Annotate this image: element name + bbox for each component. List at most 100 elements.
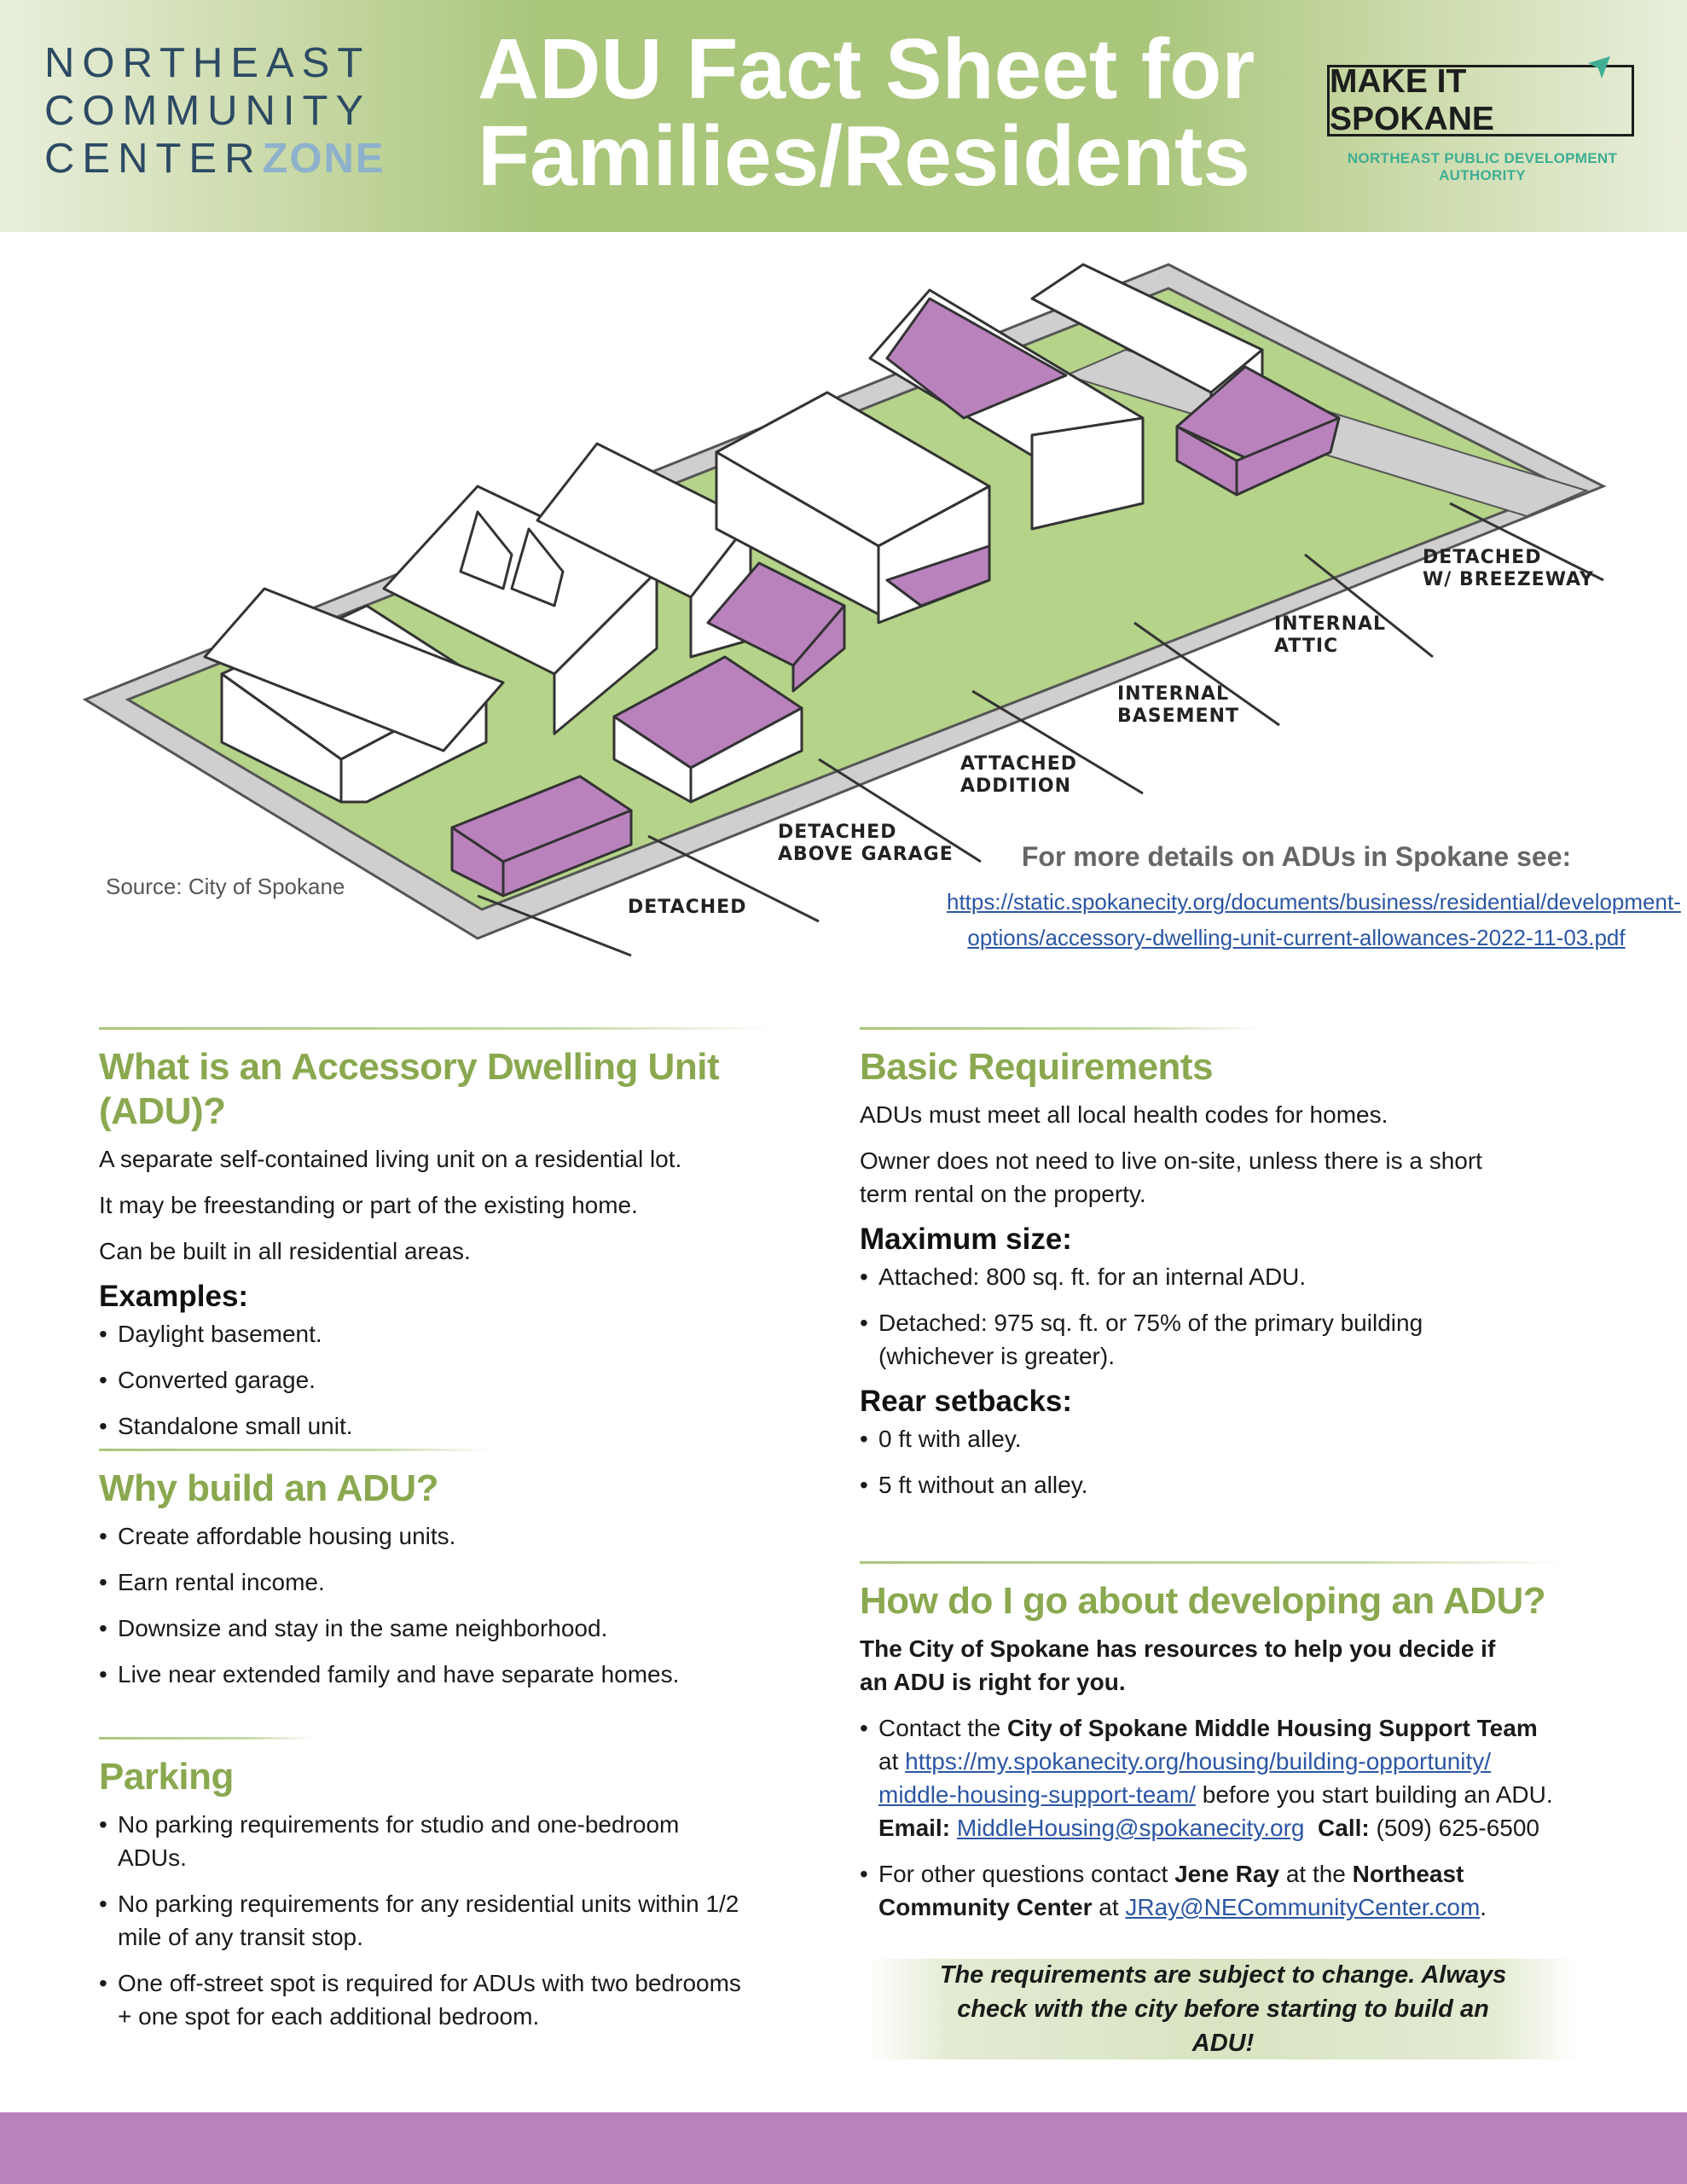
list-item: Attached: 800 sq. ft. for an internal AD… — [860, 1260, 1457, 1293]
contact-org-name: Northeast Community Center — [878, 1861, 1464, 1920]
more-details-heading: For more details on ADUs in Spokane see: — [1021, 841, 1572, 872]
examples-heading: Examples: — [99, 1280, 249, 1313]
label-detached: DETACHED — [628, 897, 746, 918]
how-to-develop-heading: How do I go about developing an ADU? — [860, 1580, 1546, 1622]
what-p2: It may be freestanding or part of the ex… — [99, 1192, 638, 1218]
logo-line-1: NORTHEAST — [44, 40, 371, 86]
contact2-at: at — [1092, 1894, 1126, 1920]
examples-list: Daylight basement. Converted garage. Sta… — [99, 1317, 807, 1443]
email-label: Email: — [878, 1815, 951, 1841]
house-internal-attic — [868, 288, 1145, 531]
title-line-1: ADU Fact Sheet for — [478, 21, 1255, 117]
how-contacts-list: Contact the City of Spokane Middle Housi… — [860, 1711, 1568, 1924]
what-p3: Can be built in all residential areas. — [99, 1238, 471, 1264]
why-build-heading: Why build an ADU? — [99, 1467, 439, 1509]
how-to-develop-section: How do I go about developing an ADU? The… — [860, 1561, 1585, 1924]
label-basement-1: INTERNAL — [1117, 683, 1229, 705]
adu-breezeway — [1175, 365, 1341, 497]
contact2-pre: For other questions contact — [878, 1861, 1175, 1887]
maximum-size-list: Attached: 800 sq. ft. for an internal AD… — [860, 1260, 1457, 1373]
label-attached-1: ATTACHED — [960, 753, 1077, 775]
adu-details-link-line-1[interactable]: https://static.spokanecity.org/documents… — [947, 889, 1681, 915]
logo-zone-text: ZONE — [262, 136, 386, 182]
what-is-adu-heading: What is an Accessory Dwelling Unit (ADU)… — [99, 1046, 720, 1132]
list-item: Detached: 975 sq. ft. or 75% of the prim… — [860, 1306, 1457, 1373]
header-band: NORTHEAST COMMUNITY CENTERZONE ADU Fact … — [0, 0, 1687, 232]
list-item: One off-street spot is required for ADUs… — [99, 1966, 747, 2033]
contact2-end: . — [1480, 1894, 1487, 1920]
label-attached-2: ADDITION — [960, 775, 1071, 797]
adu-above-garage — [612, 655, 803, 804]
house-above-garage — [382, 485, 658, 735]
list-item: Live near extended family and have separ… — [99, 1658, 807, 1691]
make-it-spokane-logo: MAKE IT SPOKANE — [1327, 63, 1634, 137]
adu-attached — [706, 561, 846, 693]
contact2-mid: at the — [1279, 1861, 1353, 1887]
lot-lines — [477, 502, 1604, 957]
section-rule — [99, 1027, 773, 1030]
list-item: No parking requirements for studio and o… — [99, 1808, 747, 1874]
image-source-note: Source: City of Spokane — [106, 874, 345, 899]
maximum-size-heading: Maximum size: — [860, 1223, 1072, 1256]
basic-requirements-section: Basic Requirements ADUs must meet all lo… — [860, 1027, 1585, 1502]
list-item: 0 ft with alley. — [860, 1422, 1585, 1455]
contact1-pre: Contact the — [878, 1715, 1007, 1741]
label-breezeway-2: W/ BREEZEWAY — [1423, 569, 1594, 590]
contact1-at: at — [878, 1748, 906, 1774]
list-item: 5 ft without an alley. — [860, 1468, 1585, 1502]
why-build-section: Why build an ADU? Create affordable hous… — [99, 1449, 807, 1691]
basic-p1: ADUs must meet all local health codes fo… — [860, 1101, 1388, 1128]
adu-detached — [450, 775, 633, 897]
section-rule — [99, 1449, 491, 1451]
list-item: Daylight basement. — [99, 1317, 807, 1350]
middle-housing-url-link[interactable]: https://my.spokanecity.org/housing/build… — [878, 1748, 1491, 1808]
contact-person-name: Jene Ray — [1174, 1861, 1280, 1887]
page-title: ADU Fact Sheet for Families/Residents — [478, 21, 1255, 204]
list-item: No parking requirements for any resident… — [99, 1887, 747, 1954]
adu-details-link[interactable]: https://static.spokanecity.org/documents… — [947, 884, 1681, 956]
parking-heading: Parking — [99, 1756, 234, 1798]
contact1-post: before you start building an ADU. — [1195, 1781, 1553, 1808]
list-item: For other questions contact Jene Ray at … — [860, 1857, 1568, 1924]
list-item: Standalone small unit. — [99, 1409, 807, 1443]
parking-section: Parking No parking requirements for stud… — [99, 1737, 807, 2033]
requirements-notice-text: The requirements are subject to change. … — [939, 1961, 1507, 2057]
list-item: Downsize and stay in the same neighborho… — [99, 1612, 807, 1645]
why-build-list: Create affordable housing units. Earn re… — [99, 1519, 807, 1691]
jene-ray-email-link[interactable]: JRay@NECommunityCenter.com — [1125, 1894, 1481, 1920]
title-line-2: Families/Residents — [478, 108, 1250, 204]
middle-housing-url-part1[interactable]: https://my.spokanecity.org/housing/build… — [905, 1748, 1492, 1774]
what-p1: A separate self-contained living unit on… — [99, 1146, 682, 1172]
basic-requirements-heading: Basic Requirements — [860, 1046, 1214, 1088]
rear-setbacks-list: 0 ft with alley. 5 ft without an alley. — [860, 1422, 1585, 1502]
label-basement-2: BASEMENT — [1117, 706, 1239, 727]
what-is-adu-section: What is an Accessory Dwelling Unit (ADU)… — [99, 1027, 807, 1443]
call-label: Call: — [1318, 1815, 1370, 1841]
northeast-community-center-zone-logo: NORTHEAST COMMUNITY CENTERZONE — [44, 39, 384, 183]
logo-line-2: COMMUNITY — [44, 88, 372, 134]
how-intro: The City of Spokane has resources to hel… — [860, 1635, 1496, 1695]
phone-number: (509) 625-6500 — [1376, 1815, 1539, 1841]
adu-types-illustration: DETACHED DETACHED ABOVE GARAGE ATTACHED … — [82, 263, 1607, 957]
rear-setbacks-heading: Rear setbacks: — [860, 1385, 1073, 1418]
label-attic-2: ATTIC — [1274, 636, 1338, 657]
middle-housing-team-name: City of Spokane Middle Housing Support T… — [1006, 1715, 1538, 1741]
label-attic-1: INTERNAL — [1274, 613, 1386, 635]
middle-housing-url-part2[interactable]: middle-housing-support-team/ — [878, 1781, 1196, 1808]
label-above-garage-1: DETACHED — [778, 822, 896, 843]
adu-details-link-line-2[interactable]: options/accessory-dwelling-unit-current-… — [967, 925, 1626, 950]
logo-center-text: CENTER — [44, 136, 263, 182]
requirements-notice: The requirements are subject to change. … — [867, 1959, 1580, 2059]
section-rule — [99, 1737, 312, 1740]
list-item: Create affordable housing units. — [99, 1519, 807, 1553]
flag-icon — [1588, 56, 1610, 78]
middle-housing-email-link[interactable]: MiddleHousing@spokanecity.org — [956, 1815, 1305, 1841]
logo-line-3: CENTERZONE — [44, 135, 384, 183]
list-item: Earn rental income. — [99, 1565, 807, 1599]
parking-list: No parking requirements for studio and o… — [99, 1808, 747, 2033]
house-internal-basement — [715, 391, 991, 624]
label-breezeway-1: DETACHED — [1423, 547, 1541, 568]
basic-p2: Owner does not need to live on-site, unl… — [860, 1147, 1482, 1207]
section-rule — [860, 1561, 1568, 1564]
label-above-garage-2: ABOVE GARAGE — [778, 844, 954, 865]
